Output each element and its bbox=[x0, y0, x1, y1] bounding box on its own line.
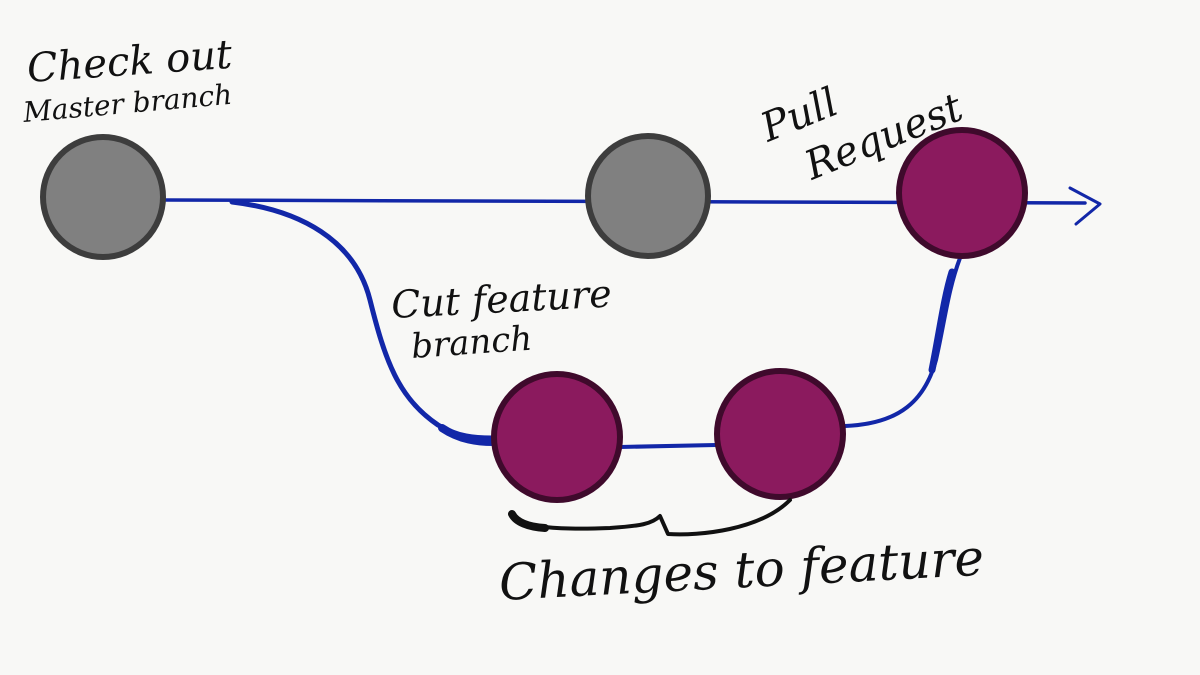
cut-feature-label-line1: Cut feature bbox=[390, 272, 613, 327]
cut-feature-label-line2: branch bbox=[410, 319, 534, 367]
changes-brace bbox=[510, 498, 792, 537]
feature-commit-node-2 bbox=[714, 368, 846, 500]
merge-commit-node bbox=[896, 127, 1028, 259]
arrow-head-icon bbox=[1068, 186, 1102, 226]
master-commit-node-1 bbox=[40, 134, 166, 260]
feature-branch-line bbox=[229, 199, 962, 449]
master-commit-node-2 bbox=[585, 133, 711, 259]
feature-commit-node-1 bbox=[491, 371, 623, 503]
changes-to-feature-label: Changes to feature bbox=[498, 529, 986, 612]
